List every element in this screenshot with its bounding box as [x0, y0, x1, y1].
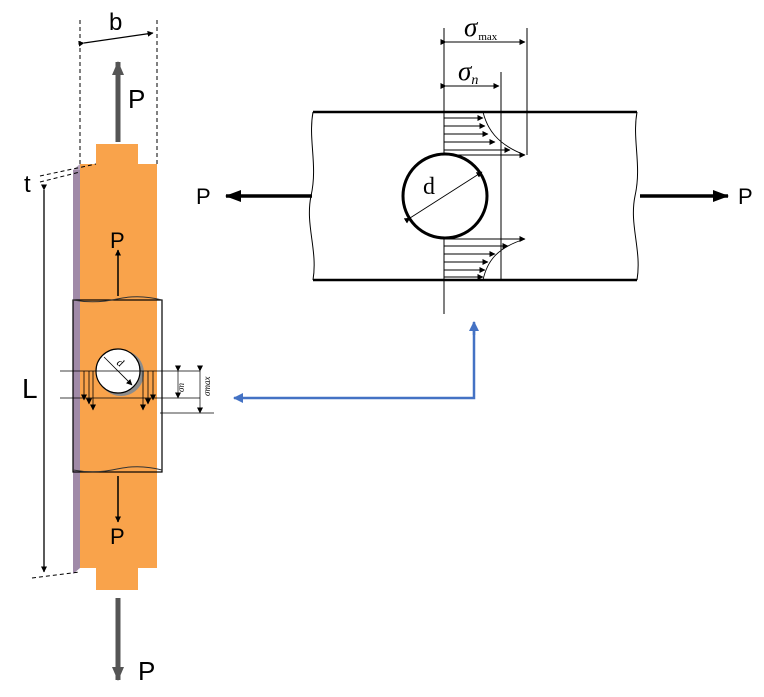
right-stress-arrows	[140, 371, 156, 411]
left-stress-arrows	[81, 371, 96, 411]
section-outline	[72, 299, 163, 473]
plate-edge	[73, 170, 80, 574]
sigma-max-label: σmax	[464, 12, 498, 43]
top-outer-load-label: P	[128, 84, 145, 114]
bottom-inner-load-label: P	[110, 524, 125, 549]
break-line-bottom	[72, 466, 163, 473]
L-guide-bottom	[31, 571, 81, 579]
right-load-label: P	[738, 184, 753, 209]
top-inner-load-label: P	[110, 228, 125, 253]
t-label: t	[24, 171, 31, 198]
sigma-n-subscript: n	[471, 73, 478, 88]
lower-stress-arrows	[444, 236, 526, 280]
upper-stress-curve	[482, 111, 526, 156]
left-load-label: P	[196, 184, 211, 209]
connector-arrow-line	[233, 330, 476, 403]
break-line-top	[72, 296, 163, 303]
plate-section-detail	[225, 28, 729, 314]
section-hole-diameter	[403, 171, 483, 224]
right-break-line	[632, 111, 639, 281]
small-sigma-n-label: σn	[176, 383, 186, 392]
t-guide-upper	[39, 163, 97, 177]
small-sigma-max-label: σmax	[202, 377, 212, 396]
bottom-outer-load-label: P	[138, 656, 155, 686]
sigma-n-label: σn	[458, 56, 478, 88]
section-hole-label: d	[423, 174, 435, 200]
b-label: b	[109, 9, 122, 36]
sigma-max-subscript: max	[478, 31, 497, 43]
sigma-n-symbol: σ	[458, 56, 473, 86]
sigma-max-symbol: σ	[464, 12, 479, 42]
b-dimension-arrow	[78, 30, 154, 47]
small-hole-label: d	[114, 357, 126, 370]
L-label: L	[22, 373, 38, 404]
lower-stress-curve	[482, 238, 526, 281]
specimen-plate	[31, 20, 214, 681]
